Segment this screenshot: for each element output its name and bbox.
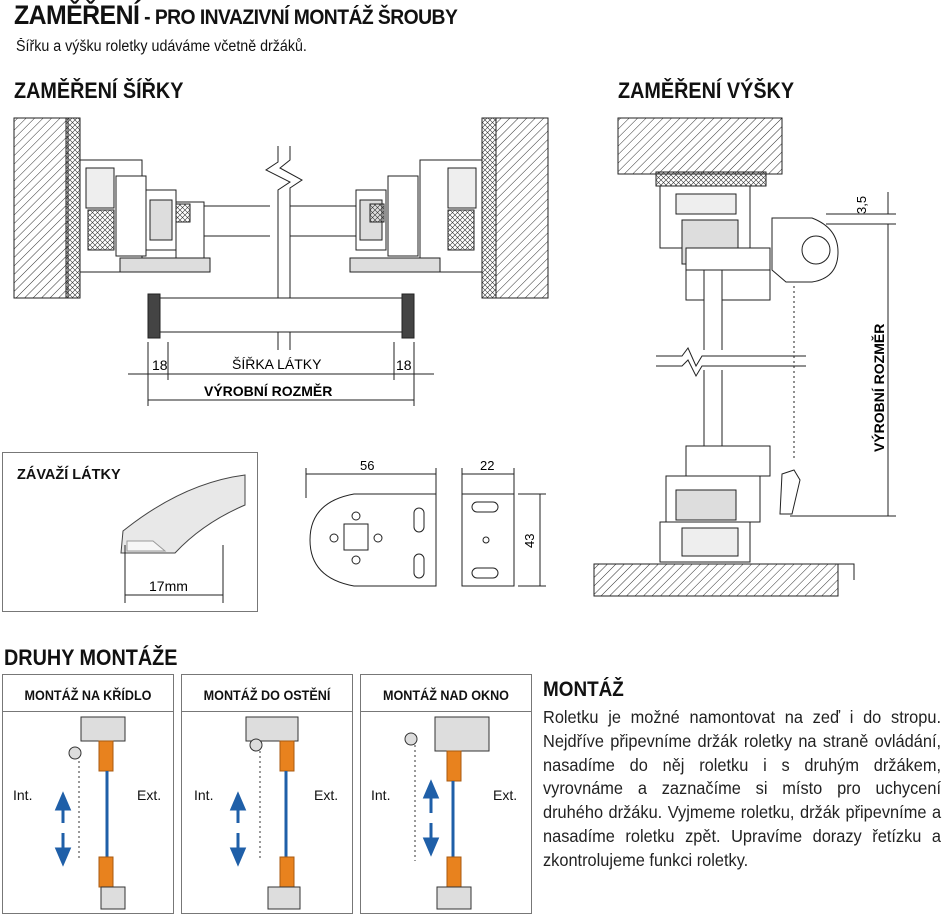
width-production-label: VÝROBNÍ ROZMĚR [204,382,332,399]
window-sill [593,563,839,597]
bracket-drawings: 56 22 43 [305,458,546,587]
height-diagram: 3,5 VÝROBNÍ ROZMĚR [593,117,896,597]
page-subtitle: Šířku a výšku roletky udáváme včetně drž… [16,38,307,55]
bottom-frame-profile [659,445,771,563]
title-rest: - PRO INVAZIVNÍ MONTÁŽ ŠROUBY [139,6,458,29]
type-box-title: MONTÁŽ NAD OKNO [383,687,509,703]
height-offset-label: 3,5 [854,196,869,214]
height-production-label: VÝROBNÍ ROZMĚR [870,324,887,452]
sash-mount-drawing [54,716,126,910]
bracket-front-width: 56 [360,458,374,473]
height-dimensions [790,192,896,517]
montaz-title: MONTÁŽ [543,678,624,701]
page-title: ZAMĚŘENÍ - PRO INVAZIVNÍ MONTÁŽ ŠROUBY [14,0,458,31]
width-section-title: ZAMĚŘENÍ ŠÍŘKY [14,78,184,103]
reveal-mount-drawing [229,716,301,910]
width-diagram: 18 18 ŠÍŘKA LÁTKY VÝROBNÍ ROZMĚR [13,117,549,406]
left-wall [13,117,69,299]
top-frame-profile [659,185,771,301]
weight-title: ZÁVAŽÍ LÁTKY [17,467,121,483]
interior-label: Int. [371,787,391,803]
left-window-profile [79,159,211,273]
montaz-text: Roletku je možné namontovat na zeď i do … [543,707,942,870]
fabric-width-label: ŠÍŘKA LÁTKY [232,356,322,372]
interior-label: Int. [194,787,214,803]
roller-tube [147,293,415,339]
left-offset-label: 18 [152,357,168,373]
types-title: DRUHY MONTÁŽE [4,645,178,670]
exterior-label: Ext. [137,787,162,803]
right-window-profile [349,159,483,273]
type-box-sash: MONTÁŽ NA KŘÍDLO Int. Ext. [2,674,174,914]
height-section-title: ZAMĚŘENÍ VÝŠKY [618,78,795,103]
title-main: ZAMĚŘENÍ [14,0,140,30]
right-wall [495,117,549,299]
exterior-label: Ext. [493,787,518,803]
weight-box: ZÁVAŽÍ LÁTKY 17mm [2,452,258,612]
type-box-reveal: MONTÁŽ DO OSTĚNÍ Int. Ext. [181,674,353,914]
weight-profile: 17mm [120,474,246,603]
interior-label: Int. [13,787,33,803]
bracket-height: 43 [522,534,537,548]
right-offset-label: 18 [396,357,412,373]
type-box-above: MONTÁŽ NAD OKNO Int. Ext. [360,674,532,914]
ceiling [617,117,783,175]
exterior-label: Ext. [314,787,339,803]
above-mount-drawing [404,716,490,910]
weight-dimension: 17mm [149,578,188,594]
bracket-side-width: 22 [480,458,494,473]
width-dimensions [128,342,434,406]
type-box-title: MONTÁŽ NA KŘÍDLO [24,687,152,703]
type-box-title: MONTÁŽ DO OSTĚNÍ [203,687,331,703]
